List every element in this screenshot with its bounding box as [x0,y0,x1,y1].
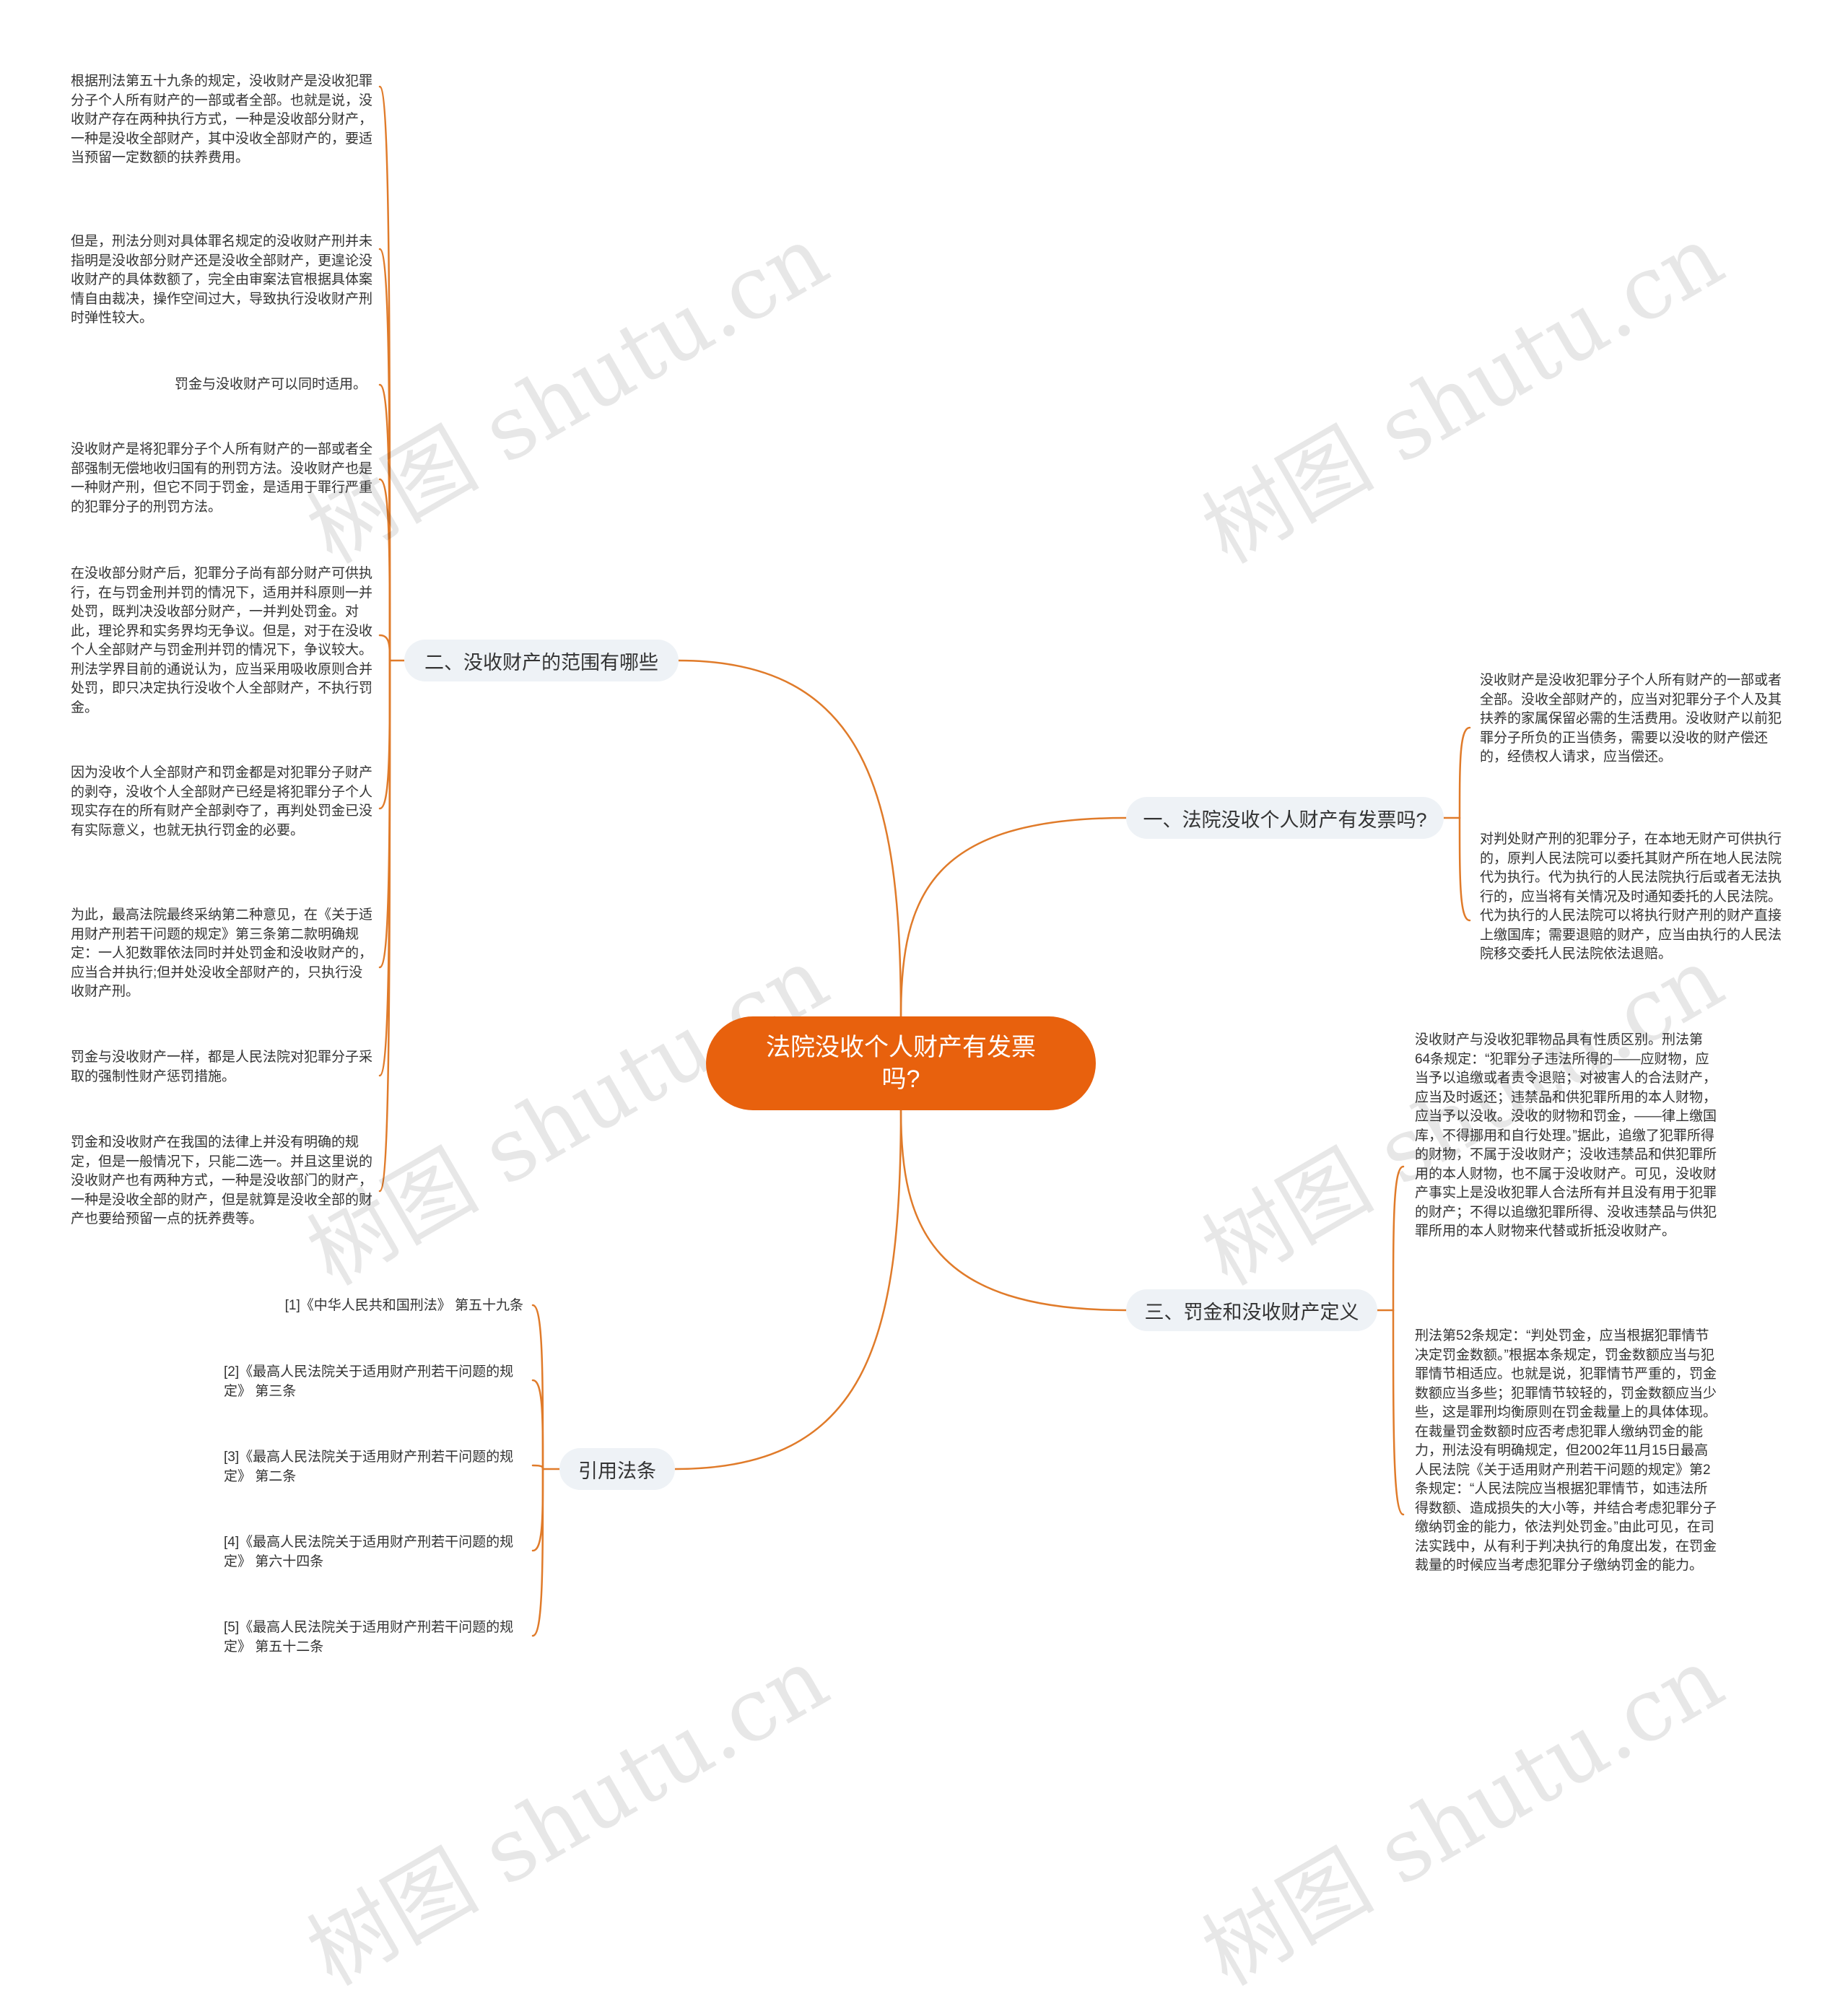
leaf-text: 对判处财产刑的犯罪分子，在本地无财产可供执行的，原判人民法院可以委托其财产所在地… [1480,832,1782,962]
connector-line [1392,1309,1405,1516]
branch-node-fapiao[interactable]: 一、法院没收个人财产有发票吗? [1126,797,1444,839]
branch-label: 二、没收财产的范围有哪些 [424,651,658,674]
connector-line [378,659,391,810]
leaf-text: 没收财产是没收犯罪分子个人所有财产的一部或者全部。没收全部财产的，应当对犯罪分子… [1480,673,1782,764]
connector-lines [378,85,1471,1637]
connector-line [1392,1165,1405,1312]
branch-label: 一、法院没收个人财产有发票吗? [1143,809,1427,831]
branch-node-fanwei[interactable]: 二、没收财产的范围有哪些 [404,640,679,681]
connector-line [531,1468,544,1552]
connector-line [531,1468,544,1637]
leaf-text: 没收财产是将犯罪分子个人所有财产的一部或者全部强制无偿地收归国有的刑罚方法。没收… [71,442,373,515]
leaf-text: 根据刑法第五十九条的规定，没收财产是没收犯罪分子个人所有财产的一部或者全部。也就… [71,74,373,165]
connector-line [899,816,1128,1018]
branch-label: 三、罚金和没收财产定义 [1144,1301,1359,1323]
leaf-text: 罚金与没收财产可以同时适用。 [174,377,367,392]
connector-line [378,634,391,662]
connector-line [1458,816,1471,922]
connector-line [899,1109,1128,1312]
leaf-text: 在没收部分财产后，犯罪分子尚有部分财产可供执行，在与罚金刑并罚的情况下，适用并科… [71,566,373,715]
root-label: 法院没收个人财产有发票吗? [766,1034,1036,1093]
leaf-citation: [4]《最高人民法院关于适用财产刑若干问题的规定》 第六十四条 [224,1535,514,1569]
branch-label: 引用法条 [578,1460,656,1482]
branch-node-dingyi[interactable]: 三、罚金和没收财产定义 [1126,1289,1377,1331]
leaf-citation: [2]《最高人民法院关于适用财产刑若干问题的规定》 第三条 [224,1364,514,1399]
connector-line [531,1464,544,1470]
leaf-citation: [1]《中华人民共和国刑法》 第五十九条 [284,1298,523,1313]
connector-line [674,1109,902,1470]
leaf-text: 因为没收个人全部财产和罚金都是对犯罪分子财产的剥夺，没收个人全部财产已经是将犯罪… [71,765,373,838]
leaf-citation: [3]《最高人民法院关于适用财产刑若干问题的规定》 第二条 [224,1450,514,1484]
connector-line [677,659,902,1018]
root-node[interactable]: 法院没收个人财产有发票吗? [706,1016,1096,1110]
connector-line [378,478,391,662]
branch-node-fatiao[interactable]: 引用法条 [559,1448,675,1490]
connector-line [1458,726,1471,819]
leaf-text: 罚金和没收财产在我国的法律上并没有明确的规定，但是一般情况下，只能二选一。并且这… [71,1135,373,1226]
connector-line [378,659,391,1193]
leaf-citation: [5]《最高人民法院关于适用财产刑若干问题的规定》 第五十二条 [224,1620,514,1655]
connector-line [531,1379,544,1470]
leaf-text: 没收财产与没收犯罪物品具有性质区别。刑法第64条规定：“犯罪分子违法所得的——应… [1415,1032,1717,1239]
leaf-text: 为此，最高法院最终采纳第二种意见，在《关于适用财产刑若干问题的规定》第三条第二款… [71,907,373,999]
leaf-text: 罚金与没收财产一样，都是人民法院对犯罪分子采取的强制性财产惩罚措施。 [71,1050,373,1084]
leaf-text: 但是，刑法分则对具体罪名规定的没收财产刑并未指明是没收部分财产还是没收全部财产，… [71,234,373,326]
leaf-text: 刑法第52条规定：“判处罚金，应当根据犯罪情节决定罚金数额。”根据本条规定，罚金… [1415,1328,1717,1573]
